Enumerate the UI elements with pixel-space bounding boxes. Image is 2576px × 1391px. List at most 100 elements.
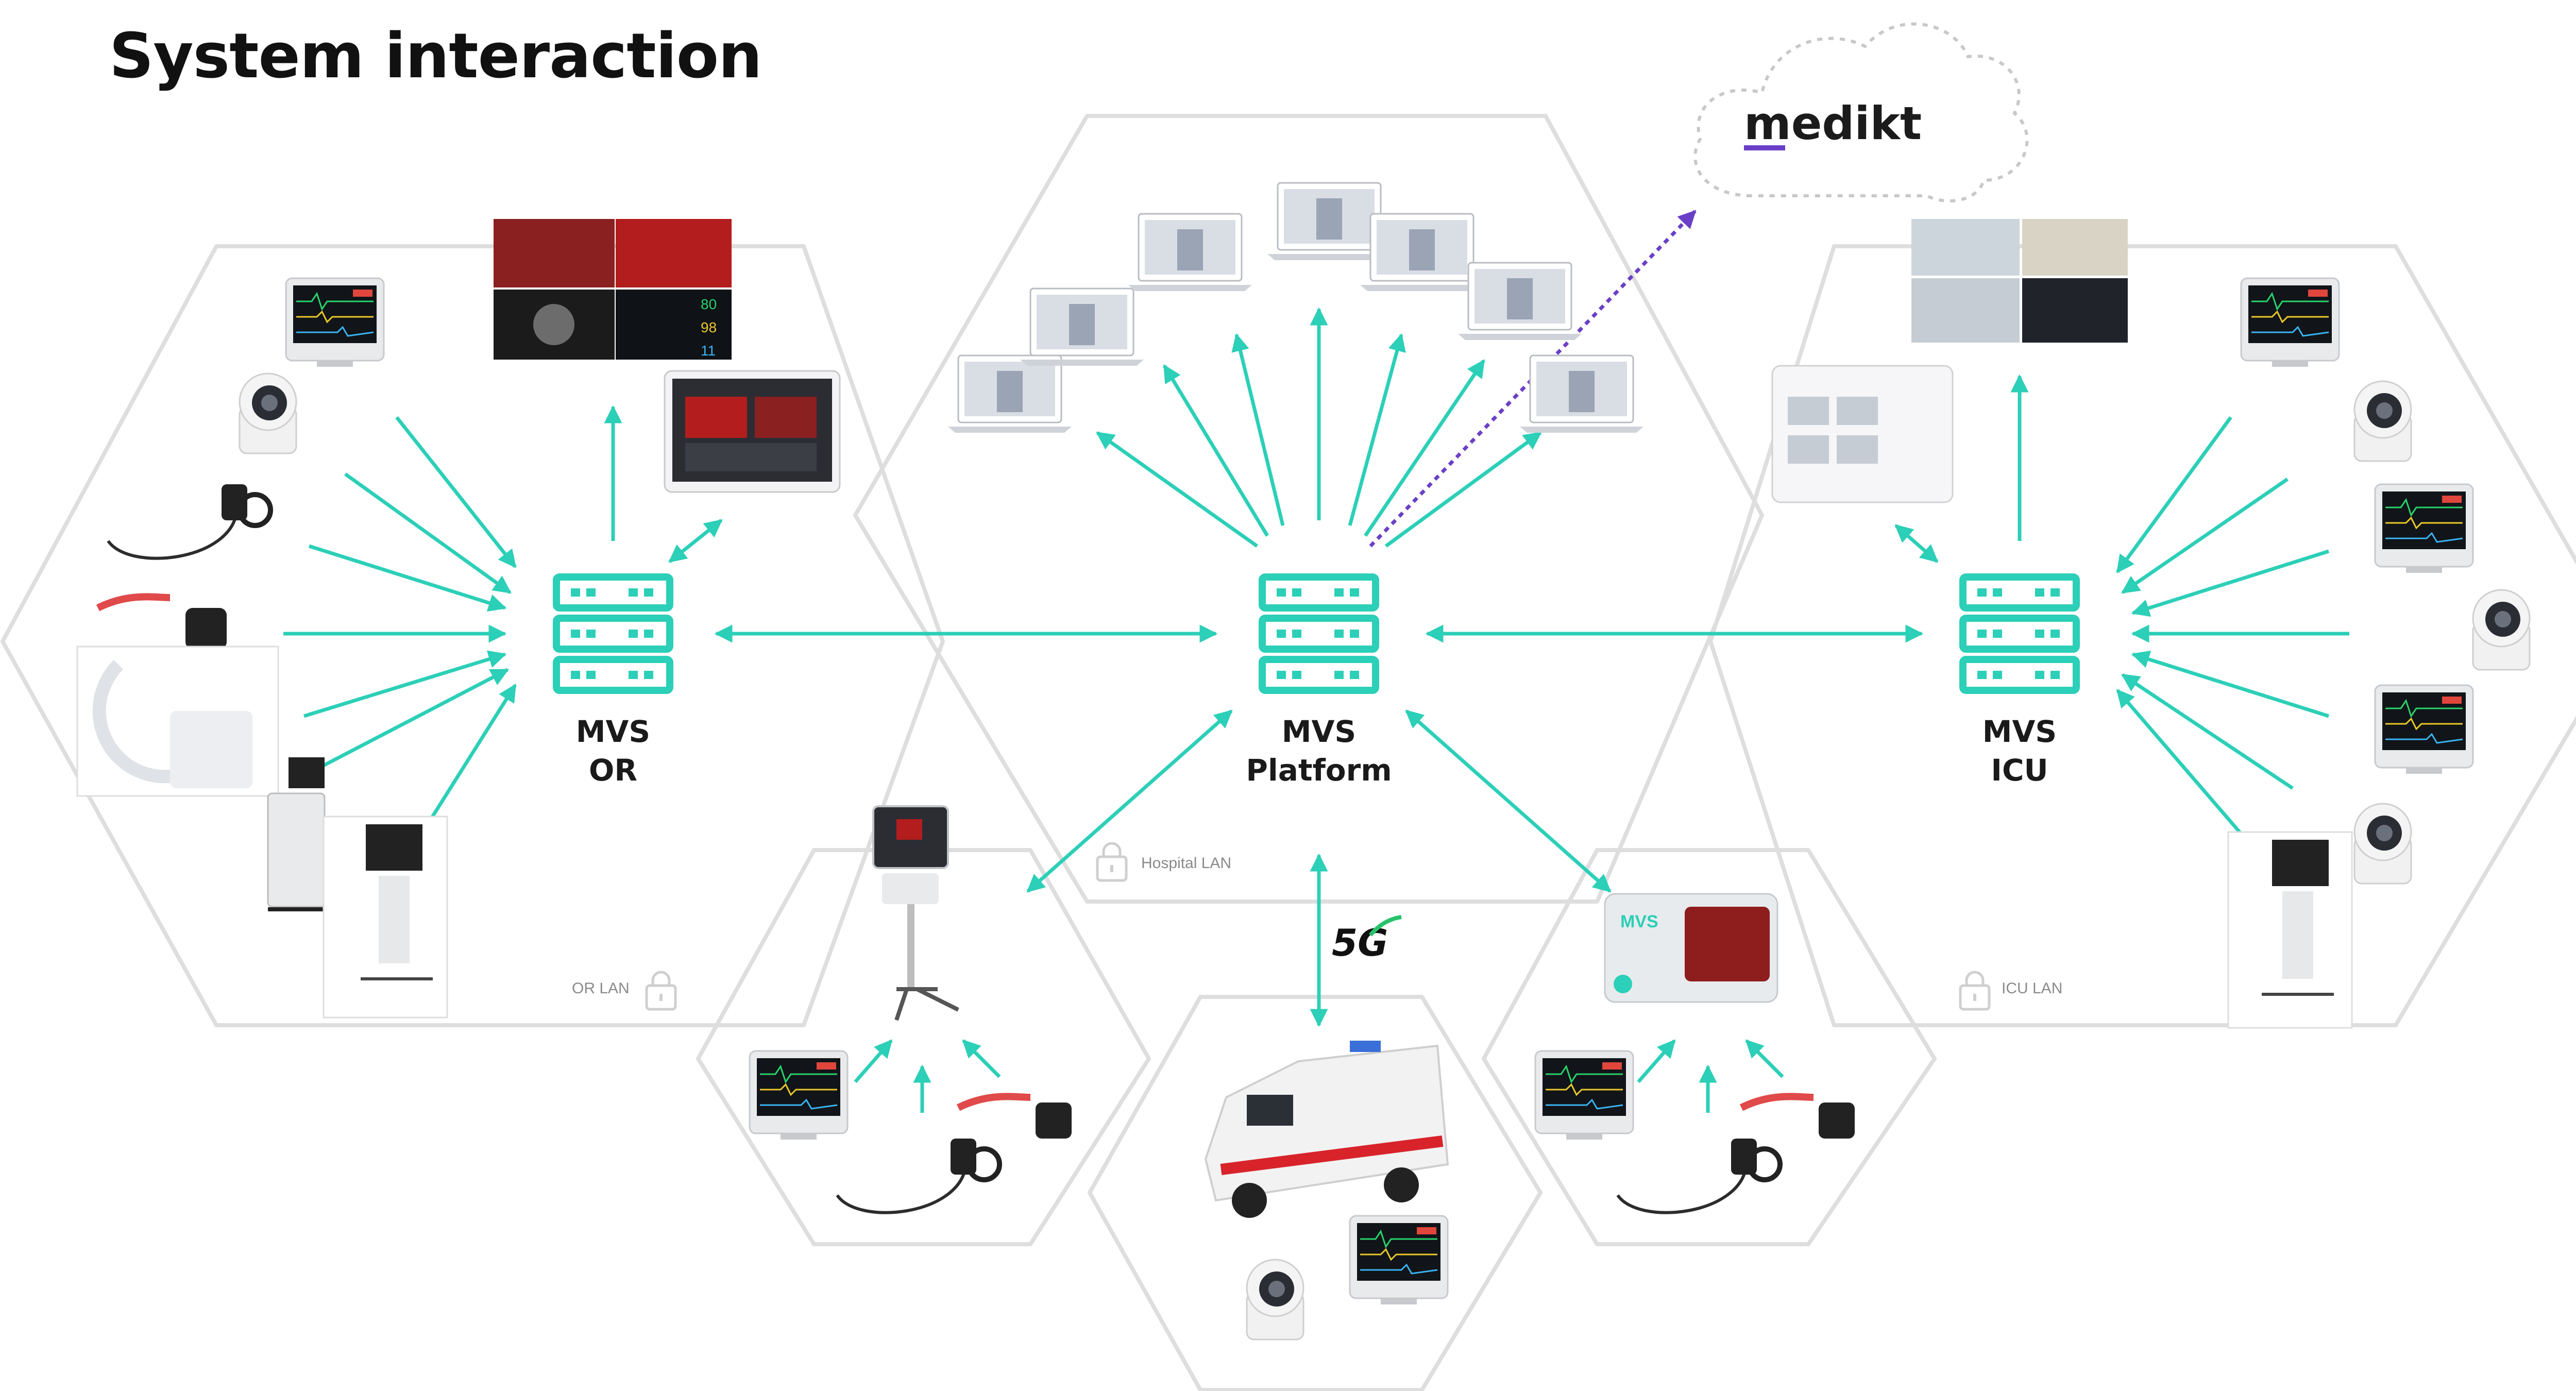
medikt-cloud: medikt bbox=[1693, 22, 2029, 202]
or-device-link bbox=[395, 416, 517, 568]
ptz-camera-icon bbox=[2353, 380, 2412, 462]
laptop-icon bbox=[947, 354, 1073, 434]
c-arm-icon bbox=[76, 646, 279, 797]
or-tablet-link bbox=[668, 519, 723, 563]
cart-zone-devices bbox=[749, 805, 1072, 1213]
patient-monitor-icon bbox=[1534, 1050, 1634, 1141]
icu-device-link bbox=[2116, 416, 2232, 573]
tower-zone bbox=[1482, 848, 1937, 1246]
icu-device-link bbox=[2116, 689, 2248, 841]
ventilator-icon bbox=[323, 816, 448, 1019]
lock-icon bbox=[647, 972, 675, 1009]
lock-icon bbox=[1097, 843, 1126, 880]
icu-device-link bbox=[2121, 673, 2294, 790]
mvs-or-hub[interactable]: MVS OR bbox=[556, 577, 670, 788]
mobile-cart-icon bbox=[872, 805, 959, 1021]
remote-laptops bbox=[947, 182, 1645, 434]
patient-monitor-icon bbox=[749, 1050, 849, 1141]
ambulance-zone-devices bbox=[1204, 1041, 1449, 1341]
tower-device-link bbox=[1637, 1039, 1676, 1083]
ptz-camera-icon bbox=[2472, 589, 2531, 671]
platform-laptop-link bbox=[1384, 431, 1542, 548]
or-wall-value: 11 bbox=[701, 343, 716, 359]
laptop-icon bbox=[1127, 213, 1253, 292]
page-title: System interaction bbox=[109, 21, 762, 92]
or-device-link bbox=[426, 684, 517, 825]
icu-tablet-icon[interactable] bbox=[1771, 365, 1954, 503]
endoscope-icon bbox=[837, 1139, 999, 1213]
icu-devices bbox=[1771, 219, 2531, 1029]
patient-monitor-icon bbox=[1349, 1215, 1449, 1305]
ultrasound-cart-icon bbox=[267, 757, 326, 911]
cart-device-link bbox=[962, 1039, 1001, 1078]
patient-monitor-icon bbox=[2374, 684, 2474, 775]
fiveg-badge: 5G bbox=[1332, 915, 1402, 964]
mvs-platform-hub[interactable]: MVS Platform bbox=[1246, 577, 1392, 788]
icu-device-link bbox=[2131, 549, 2330, 617]
laptop-icon bbox=[1519, 354, 1645, 434]
or-tablet-icon[interactable] bbox=[664, 370, 841, 493]
icu-device-link bbox=[2121, 478, 2289, 594]
hospital-lan-label: Hospital LAN bbox=[1141, 855, 1231, 872]
hub-icu-line2: ICU bbox=[1991, 753, 2048, 788]
lan-labels: OR LAN Hospital LAN ICU LAN bbox=[572, 843, 2062, 1009]
icu-lan-zone bbox=[1708, 244, 2576, 1027]
hospital-lan-zone bbox=[853, 114, 1764, 904]
or-wall-value: 80 bbox=[701, 296, 717, 312]
ptz-camera-icon bbox=[239, 372, 297, 454]
laptop-icon bbox=[1019, 287, 1145, 367]
server-icon bbox=[1963, 577, 2076, 690]
ambulance-zone bbox=[1088, 995, 1543, 1391]
endoscope-icon bbox=[1618, 1139, 1780, 1213]
mvs-icu-hub[interactable]: MVS ICU bbox=[1963, 577, 2076, 788]
mvs-tower-icon: MVS bbox=[1604, 893, 1778, 1003]
or-lan-label: OR LAN bbox=[572, 980, 630, 997]
ultrasound-probe-icon bbox=[96, 593, 227, 649]
ultrasound-probe-icon bbox=[1739, 1093, 1855, 1139]
or-video-wall-icon: 80 98 11 bbox=[494, 219, 732, 360]
icu-tablet-link bbox=[1894, 524, 1939, 563]
platform-laptop-link bbox=[1231, 333, 1285, 526]
icu-device-link bbox=[2131, 650, 2330, 718]
icu-video-wall-icon bbox=[1911, 219, 2128, 343]
lock-icon bbox=[1960, 972, 1989, 1009]
patient-monitor-icon bbox=[2374, 483, 2474, 574]
or-lan-zone bbox=[1, 244, 945, 1027]
hub-or-line1: MVS bbox=[576, 714, 650, 749]
ventilator-icon bbox=[2227, 831, 2353, 1029]
or-device-link bbox=[308, 544, 507, 612]
cart-zone bbox=[696, 848, 1151, 1246]
or-device-link bbox=[318, 668, 510, 770]
patient-monitor-icon bbox=[2240, 277, 2340, 368]
platform-laptop-link bbox=[1096, 431, 1259, 548]
medikt-logo-text: medikt bbox=[1744, 97, 1922, 150]
hub-platform-line1: MVS bbox=[1282, 714, 1356, 749]
server-icon bbox=[556, 577, 670, 690]
hub-icu-line1: MVS bbox=[1982, 714, 2057, 749]
ultrasound-probe-icon bbox=[956, 1093, 1072, 1139]
signal-icon bbox=[1368, 915, 1402, 937]
laptop-icon bbox=[1457, 262, 1583, 341]
tower-zone-devices: MVS bbox=[1534, 893, 1855, 1213]
or-device-link bbox=[344, 472, 512, 594]
platform-laptop-link bbox=[1364, 359, 1485, 537]
cart-device-link bbox=[854, 1039, 893, 1083]
medikt-underline bbox=[1744, 145, 1785, 150]
hub-platform-line2: Platform bbox=[1246, 753, 1392, 788]
tower-device-link bbox=[1745, 1039, 1784, 1078]
platform-cart-link bbox=[1026, 709, 1233, 893]
or-device-link bbox=[303, 650, 507, 718]
or-wall-value: 98 bbox=[701, 319, 717, 335]
platform-laptop-link bbox=[1163, 364, 1269, 537]
laptop-icon bbox=[1359, 213, 1485, 292]
tower-brand-label: MVS bbox=[1620, 912, 1658, 931]
patient-monitor-icon bbox=[285, 277, 385, 368]
hub-or-line2: OR bbox=[589, 753, 637, 788]
ambulance-icon bbox=[1204, 1041, 1449, 1218]
or-devices: 80 98 11 bbox=[76, 219, 841, 1019]
platform-laptop-link bbox=[1348, 333, 1406, 526]
icu-lan-label: ICU LAN bbox=[2002, 980, 2062, 997]
ptz-camera-icon bbox=[1246, 1259, 1304, 1341]
platform-tower-link bbox=[1405, 709, 1612, 893]
endoscope-icon bbox=[108, 484, 270, 558]
